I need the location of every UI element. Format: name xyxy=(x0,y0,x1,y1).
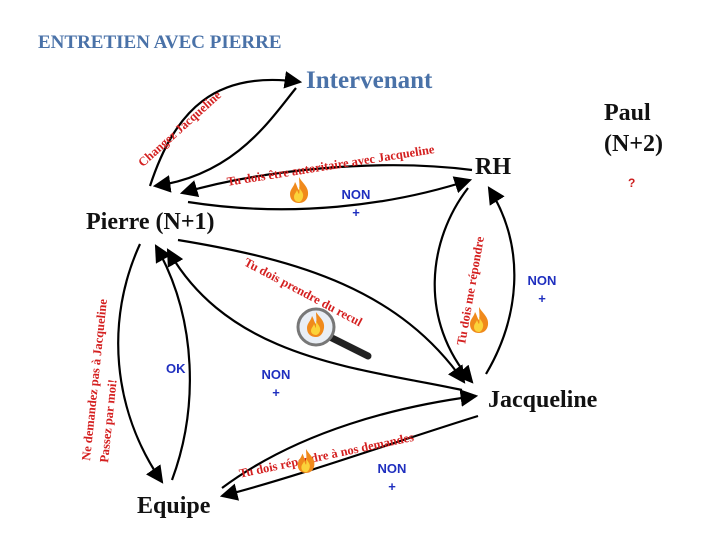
response-equipe-ok: OK xyxy=(166,361,186,376)
node-paul-name: Paul xyxy=(604,100,651,126)
node-equipe: Equipe xyxy=(137,493,211,519)
fire-icon xyxy=(297,449,315,473)
response-jacqueline-pierre: NON + xyxy=(256,366,296,401)
edge-rh-pierre xyxy=(179,164,473,198)
response-text: NON xyxy=(377,461,407,476)
edge-jacqueline-rh xyxy=(485,186,516,375)
response-plus: + xyxy=(538,290,546,306)
node-jacqueline: Jacqueline xyxy=(488,387,598,413)
edge-pierre-jacqueline xyxy=(177,238,466,384)
edge-jacqueline-pierre xyxy=(166,248,463,392)
edge-pierre-rh xyxy=(187,176,473,211)
response-text: NON xyxy=(261,367,291,382)
edge-pierre-equipe xyxy=(117,243,164,484)
edge-equipe-pierre xyxy=(154,244,191,481)
response-text: NON xyxy=(527,273,557,288)
edge-rh-jacqueline xyxy=(433,187,474,384)
paul-status: ? xyxy=(628,176,636,190)
edge-pierre-intervenant xyxy=(148,71,303,187)
edge-intervenant-pierre xyxy=(152,87,297,193)
response-rh-pierre: NON + xyxy=(336,186,376,221)
edge-jacqueline-equipe xyxy=(219,414,479,501)
node-rh: RH xyxy=(475,154,511,180)
magnifier-fire-icon xyxy=(296,307,372,360)
node-paul-role: (N+2) xyxy=(604,131,663,158)
node-pierre: Pierre (N+1) xyxy=(86,209,215,235)
fire-icon xyxy=(470,307,489,333)
node-intervenant: Intervenant xyxy=(306,67,433,94)
edge-equipe-jacqueline xyxy=(221,389,479,489)
node-paul: Paul (N+2) xyxy=(604,98,663,160)
response-plus: + xyxy=(272,384,280,400)
response-equipe-jacqueline: NON + xyxy=(372,460,412,495)
response-jacqueline-rh: NON + xyxy=(522,272,562,307)
response-plus: + xyxy=(352,204,360,220)
response-text: NON xyxy=(341,187,371,202)
page-title: ENTRETIEN AVEC PIERRE xyxy=(38,32,282,53)
fire-icon xyxy=(290,177,309,203)
response-plus: + xyxy=(388,478,396,494)
